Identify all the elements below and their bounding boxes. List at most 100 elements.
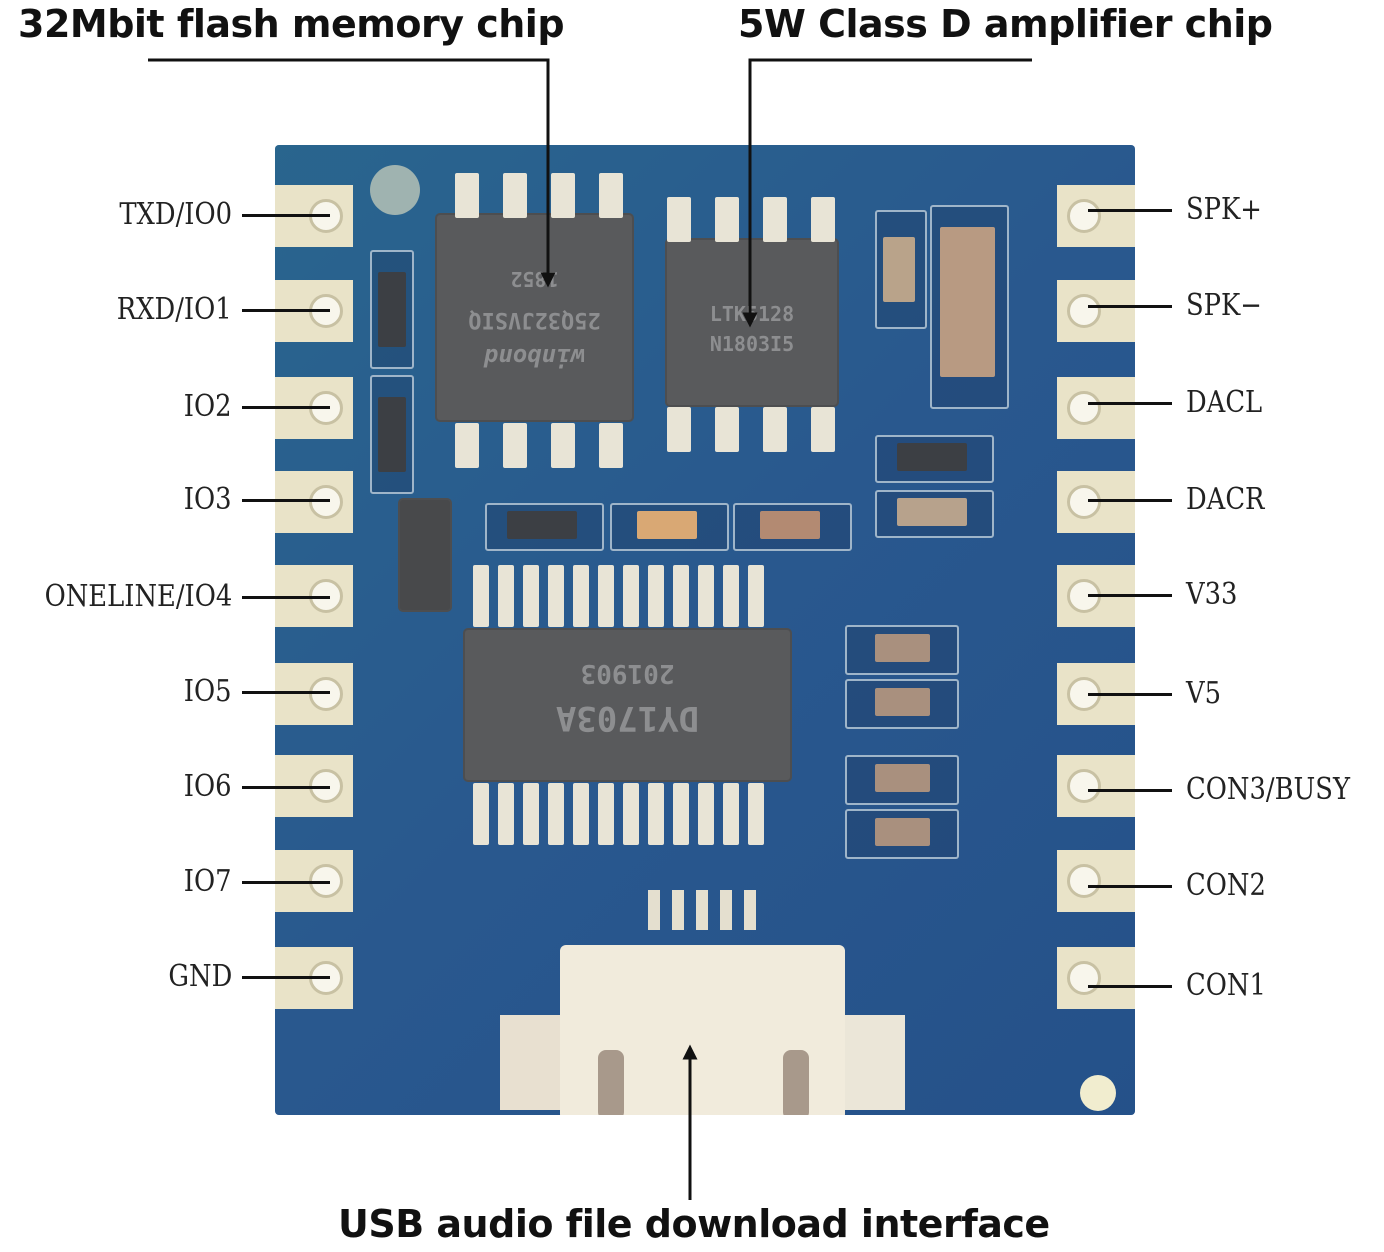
flash-top-lead-4 [599, 173, 623, 218]
pin-leader-left-2 [242, 309, 330, 312]
mcu-top-lead-7 [623, 565, 639, 627]
capacitor-c1 [875, 210, 927, 329]
pin-leader-left-1 [242, 214, 330, 217]
capacitor-c9 [845, 809, 959, 859]
pad-right-9 [1057, 947, 1135, 1009]
usb-slot-left [598, 1050, 624, 1115]
mounting-hole-bottom-right [1080, 1075, 1116, 1111]
flash-bottom-lead-3 [551, 423, 575, 468]
capacitor-c8 [845, 755, 959, 805]
flash-chip-marking-brand: winbond [483, 343, 586, 371]
pin-label-left-1: TXD/IO0 [119, 197, 232, 232]
pin-label-right-9: CON1 [1186, 968, 1266, 1003]
capacitor-c4 [610, 503, 729, 551]
flash-chip-callout: 32Mbit flash memory chip [18, 2, 565, 46]
pin-label-right-8: CON2 [1186, 868, 1266, 903]
pad-right-1 [1057, 185, 1135, 247]
pad-right-3 [1057, 377, 1135, 439]
pin-label-right-5: V33 [1186, 577, 1238, 612]
mcu-bottom-lead-1 [473, 783, 489, 845]
mcu-top-lead-11 [723, 565, 739, 627]
capacitor-c6 [845, 625, 959, 675]
pin-label-left-2: RXD/IO1 [117, 292, 232, 327]
capacitor-c3 [875, 490, 994, 538]
pin-label-left-8: IO7 [184, 864, 232, 899]
mcu-top-lead-8 [648, 565, 664, 627]
usb-interface-callout: USB audio file download interface [338, 1202, 1050, 1246]
resistor-r1 [370, 250, 414, 369]
flash-bottom-lead-1 [455, 423, 479, 468]
pin-label-right-6: V5 [1186, 676, 1222, 711]
mcu-bottom-lead-8 [648, 783, 664, 845]
pin-leader-left-3 [242, 406, 330, 409]
pad-right-8 [1057, 850, 1135, 912]
pin-leader-left-7 [242, 786, 330, 789]
pin-leader-right-1 [1088, 209, 1172, 212]
mcu-bottom-lead-12 [748, 783, 764, 845]
mcu-bottom-lead-3 [523, 783, 539, 845]
amp-chip-marking-part: LTK5128 [709, 302, 795, 326]
resistor-r4 [485, 503, 604, 551]
mcu-bottom-lead-5 [573, 783, 589, 845]
amp-chip-marking-lot: N1803I5 [709, 332, 795, 356]
pad-left-4 [275, 471, 353, 533]
capacitor-c5 [733, 503, 852, 551]
pin-label-left-4: IO3 [184, 482, 232, 517]
amp-bottom-lead-3 [763, 407, 787, 452]
mcu-bottom-lead-4 [548, 783, 564, 845]
amp-top-lead-2 [715, 197, 739, 242]
mcu-chip-marking-part: DY1703A [555, 698, 700, 738]
pin-leader-right-3 [1088, 402, 1172, 405]
pin-leader-left-4 [242, 499, 330, 502]
micro-usb-connector [500, 885, 905, 1115]
pin-label-right-4: DACR [1186, 482, 1265, 517]
pin-leader-right-8 [1088, 885, 1172, 888]
pin-label-left-9: GND [168, 959, 232, 994]
pin-label-left-7: IO6 [184, 769, 232, 804]
mcu-top-lead-3 [523, 565, 539, 627]
capacitor-c7 [845, 679, 959, 729]
pin-label-right-7: CON3/BUSY [1186, 772, 1350, 807]
pin-leader-right-5 [1088, 594, 1172, 597]
mcu-top-lead-5 [573, 565, 589, 627]
mcu-top-lead-10 [698, 565, 714, 627]
usb-slot-right [783, 1050, 809, 1115]
pin-leader-right-2 [1088, 305, 1172, 308]
amp-top-lead-1 [667, 197, 691, 242]
pin-leader-right-7 [1088, 789, 1172, 792]
flash-top-lead-3 [551, 173, 575, 218]
amp-bottom-lead-1 [667, 407, 691, 452]
mcu-bottom-lead-6 [598, 783, 614, 845]
flash-top-lead-1 [455, 173, 479, 218]
pin-label-left-6: IO5 [184, 674, 232, 709]
pad-right-2 [1057, 280, 1135, 342]
pin-leader-right-6 [1088, 693, 1172, 696]
amp-top-lead-4 [811, 197, 835, 242]
mcu-top-lead-9 [673, 565, 689, 627]
pin-leader-left-5 [242, 596, 330, 599]
mcu-top-lead-12 [748, 565, 764, 627]
mcu-bottom-lead-11 [723, 783, 739, 845]
flash-bottom-lead-2 [503, 423, 527, 468]
usb-pin-2 [672, 890, 684, 930]
pad-right-7 [1057, 755, 1135, 817]
usb-pin-4 [720, 890, 732, 930]
pin-label-left-5: ONELINE/IO4 [44, 579, 232, 614]
pin-leader-right-4 [1088, 499, 1172, 502]
amp-top-lead-3 [763, 197, 787, 242]
mcu-top-lead-6 [598, 565, 614, 627]
pin-label-right-2: SPK− [1186, 288, 1262, 323]
mcu-bottom-lead-2 [498, 783, 514, 845]
flash-chip-marking-part: 25Q32JVSIQ [468, 307, 601, 332]
mcu-chip-marking-date: 201903 [580, 658, 675, 688]
mounting-hole-top-left [370, 165, 420, 215]
pad-left-6 [275, 663, 353, 725]
resistor-r2 [370, 375, 414, 494]
pin-label-right-1: SPK+ [1186, 192, 1262, 227]
pin-leader-left-8 [242, 881, 330, 884]
mcu-bottom-lead-10 [698, 783, 714, 845]
pcb-board: 1852 25Q32JVSIQ winbond LTK5128 N1803I5 … [275, 145, 1135, 1115]
flash-top-lead-2 [503, 173, 527, 218]
flash-bottom-lead-4 [599, 423, 623, 468]
mcu-bottom-lead-7 [623, 783, 639, 845]
